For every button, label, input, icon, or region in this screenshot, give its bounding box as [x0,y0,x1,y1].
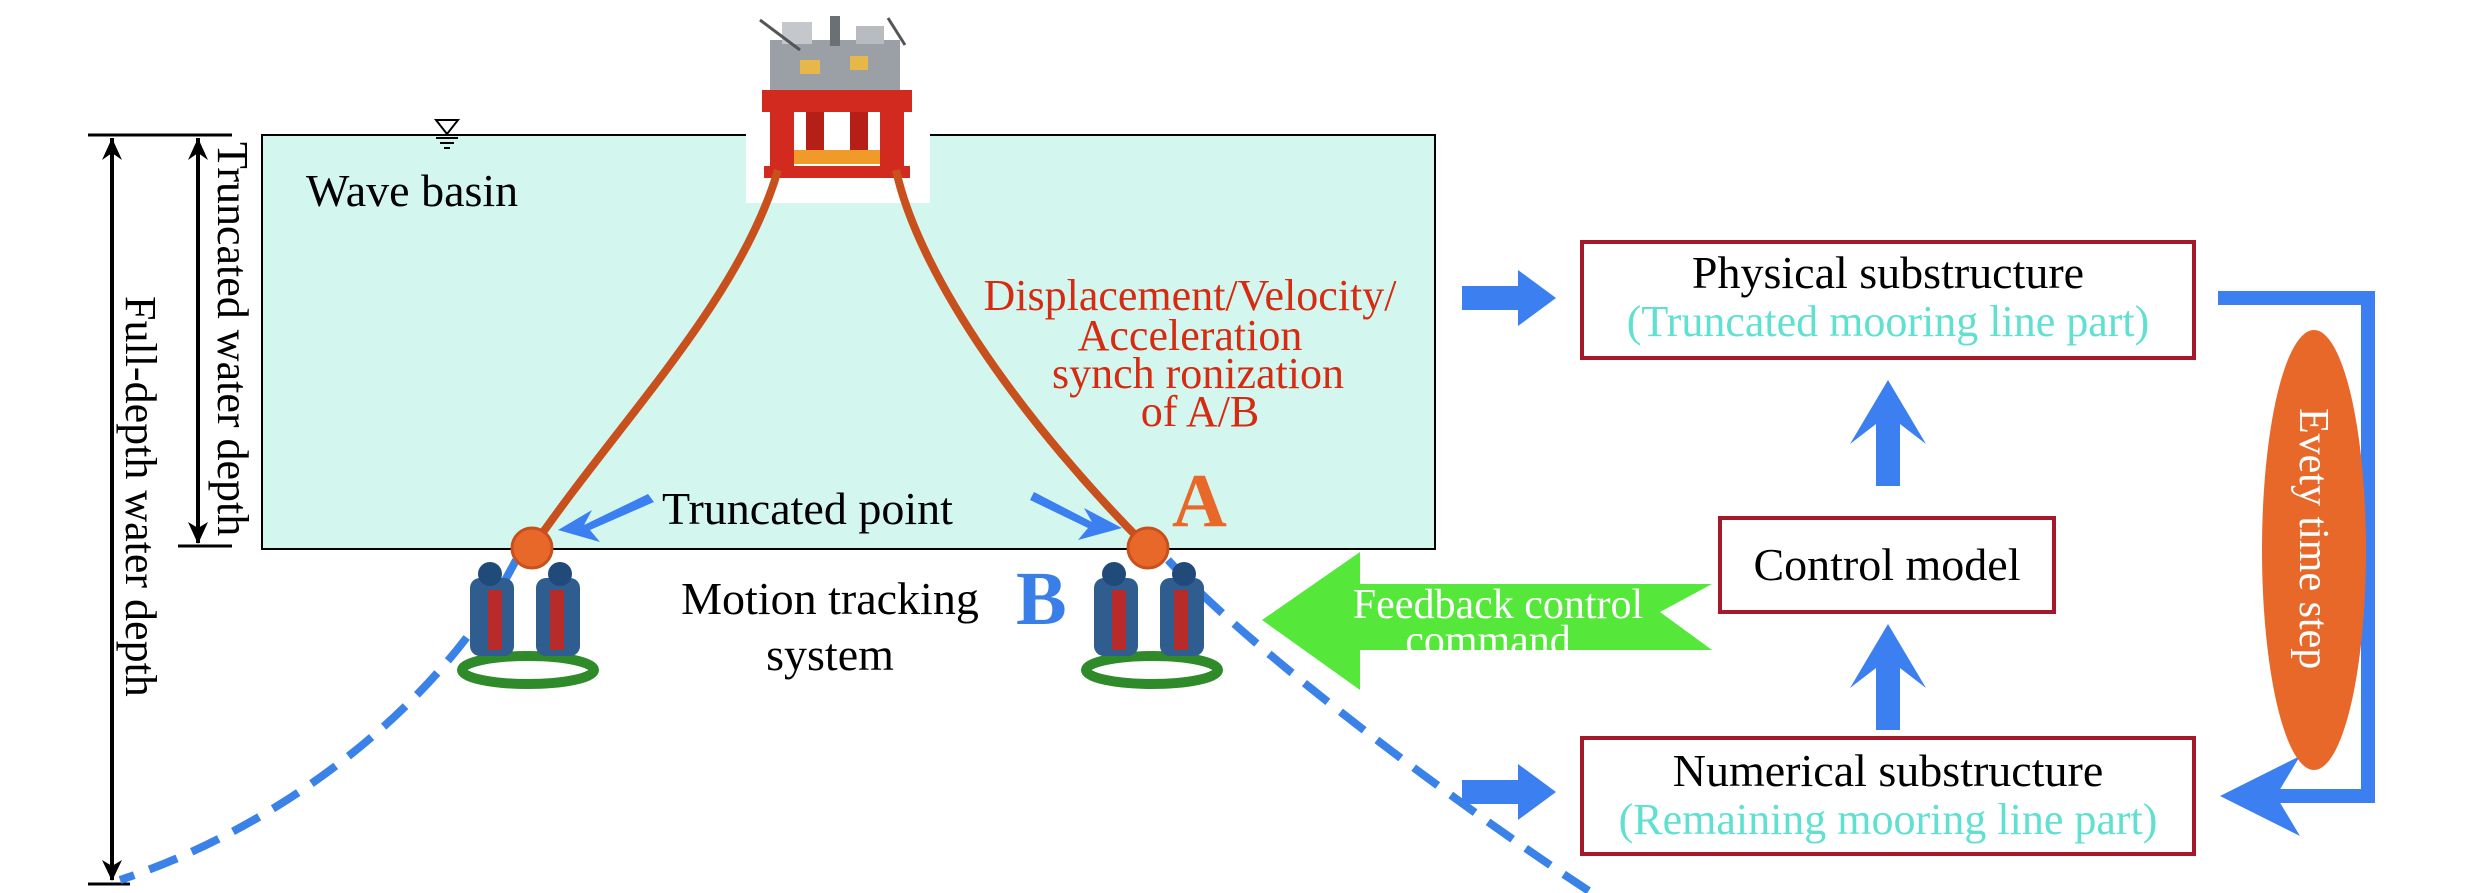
feedback-line-2: command [1405,618,1571,664]
sync-line-2: Acceleration [1078,311,1303,360]
arrow-to-physical [1462,270,1556,326]
point-b-label: B [1016,557,1067,641]
control-model-box [1718,516,2056,614]
mooring-line-right-truncated [892,169,1151,551]
full-depth-label: Full-depth water depth [116,296,165,697]
truncated-point-label: Truncated point [662,483,953,534]
wave-basin-label: Wave basin [306,165,518,216]
arrow-to-numerical [1462,764,1556,820]
mooring-line-right-remaining [1165,557,1595,893]
arrow-control-to-physical [1850,380,1926,486]
truncated-point-right-a [1126,526,1170,570]
numerical-substructure-box [1580,736,2196,856]
truncated-depth-dimension [142,133,232,548]
mooring-line-left-remaining [118,558,520,884]
wave-basin [261,134,1436,550]
floating-platform-icon [746,0,930,203]
mooring-line-left-truncated [528,168,782,551]
arrow-to-right-point [1030,492,1122,540]
motion-tracking-line1: Motion tracking [681,573,979,624]
physical-substructure-subtitle: (Truncated mooring line part) [1627,297,2150,346]
motion-tracking-line2: system [766,629,894,680]
actuator-right-icon [1081,562,1223,689]
physical-substructure-box [1580,240,2196,360]
actuator-left-icon [457,562,599,689]
numerical-substructure-title: Numerical substructure [1673,745,2103,796]
water-surface-symbol [433,119,461,149]
control-model-title: Control model [1753,539,2020,590]
sync-line-3: synch ronization [1052,349,1344,398]
numerical-substructure-subtitle: (Remaining mooring line part) [1619,795,2158,844]
loop-arrowhead [2220,756,2300,836]
sync-line-4: of A/B [1141,387,1260,436]
truncated-depth-label: Truncated water depth [208,142,257,536]
full-depth-dimension [88,133,142,886]
arrow-numerical-to-control [1850,624,1926,730]
point-a-label: A [1172,459,1227,543]
time-step-loop [2218,291,2375,803]
time-step-ellipse [2262,330,2366,770]
feedback-arrow [1262,552,1712,690]
arrow-to-left-point [558,494,654,542]
sync-line-1: Displacement/Velocity/ [984,271,1398,320]
physical-substructure-title: Physical substructure [1692,247,2084,298]
truncated-point-left [510,526,554,570]
feedback-line-1: Feedback control [1353,582,1643,628]
time-step-label: Evety time step [2290,408,2336,669]
